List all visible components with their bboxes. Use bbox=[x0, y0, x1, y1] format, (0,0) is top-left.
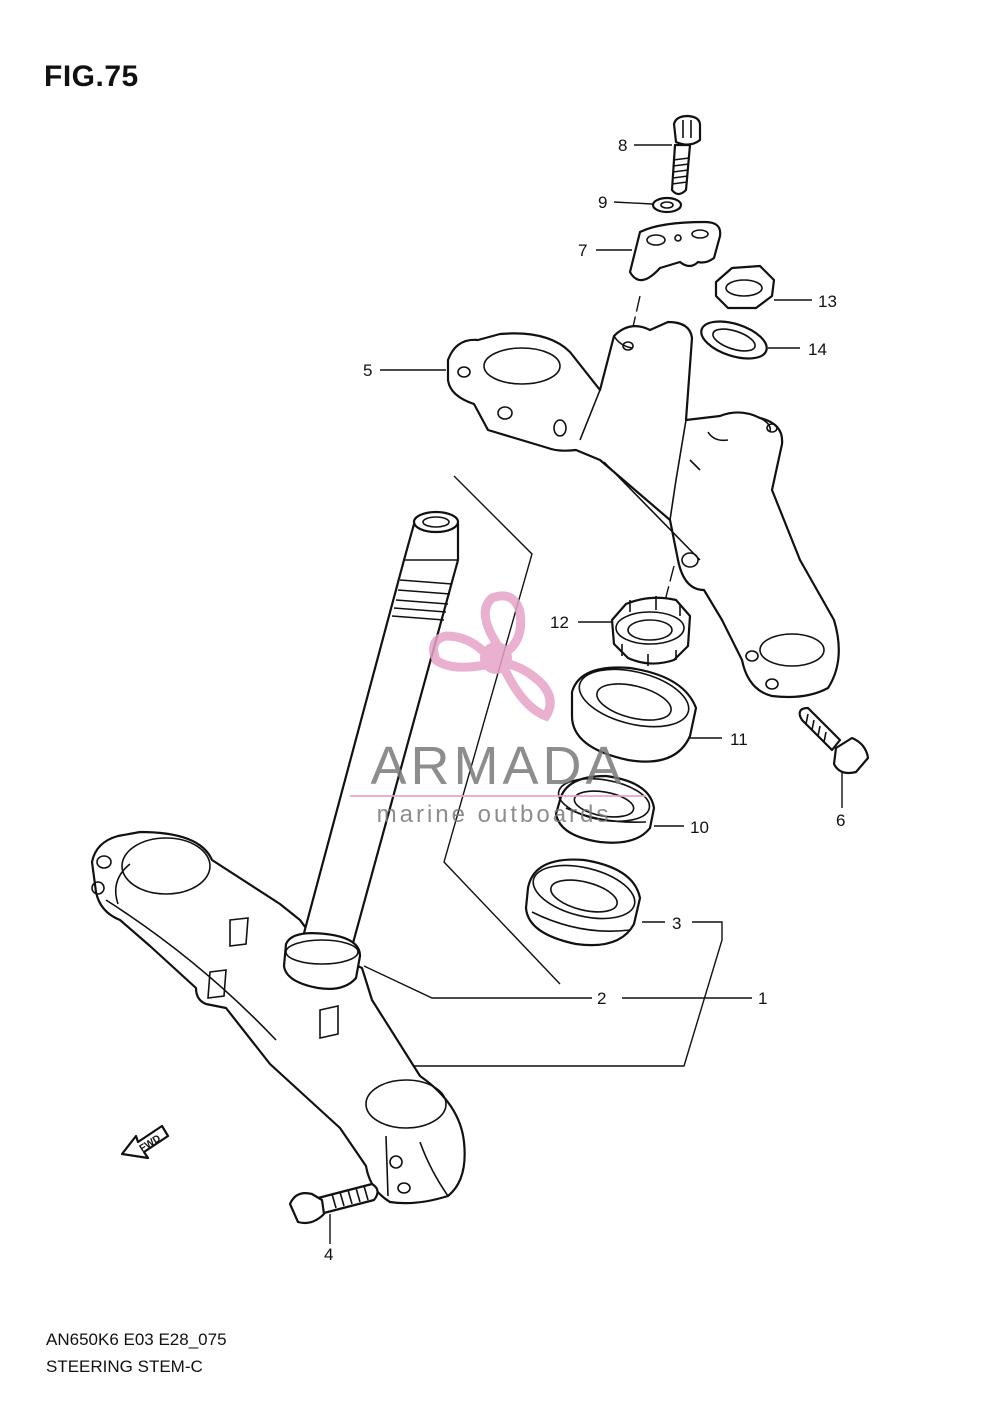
centerline-7 bbox=[629, 295, 641, 341]
callout-11: 11 bbox=[730, 730, 748, 749]
assembly-bracket bbox=[443, 475, 561, 985]
part-10-bearing bbox=[554, 774, 656, 844]
watermark-brand: ARMADA bbox=[370, 736, 625, 796]
callout-1: 1 bbox=[758, 989, 767, 1008]
callout-14: 14 bbox=[808, 340, 827, 359]
leader-3-1 bbox=[410, 921, 723, 1067]
figure-name: STEERING STEM-C bbox=[46, 1357, 203, 1376]
callout-12: 12 bbox=[550, 613, 569, 632]
watermark-tagline: marine outboards bbox=[377, 801, 612, 828]
watermark: ARMADA marine outboards bbox=[350, 591, 646, 828]
part-8-bolt bbox=[670, 114, 702, 196]
part-12-nut bbox=[610, 596, 692, 666]
callout-3: 3 bbox=[672, 914, 681, 933]
part-7-holder bbox=[628, 220, 722, 282]
propeller-logo-icon bbox=[429, 591, 555, 722]
figure-title: FIG.75 bbox=[44, 60, 139, 93]
callout-13: 13 bbox=[818, 292, 837, 311]
propeller-hub bbox=[480, 642, 512, 674]
part-11-seal bbox=[570, 666, 698, 763]
leader-9 bbox=[613, 201, 653, 205]
part-14-washer bbox=[700, 320, 768, 360]
part-1-stem-assembly bbox=[90, 510, 466, 1205]
callout-4: 4 bbox=[324, 1245, 333, 1264]
figure-code: AN650K6 E03 E28_075 bbox=[46, 1330, 227, 1349]
part-5-upper-bracket bbox=[446, 320, 840, 699]
callout-2: 2 bbox=[597, 989, 606, 1008]
callout-7: 7 bbox=[578, 241, 587, 260]
leader-2 bbox=[363, 965, 592, 999]
callout-6: 6 bbox=[836, 811, 845, 830]
callout-8: 8 bbox=[618, 136, 627, 155]
part-9-washer bbox=[651, 196, 683, 214]
part-13-nut bbox=[714, 264, 776, 310]
callout-5: 5 bbox=[363, 361, 372, 380]
part-4-bolt bbox=[288, 1182, 379, 1225]
fwd-arrow-icon: FWD bbox=[120, 1124, 170, 1160]
callout-9: 9 bbox=[598, 193, 607, 212]
callout-10: 10 bbox=[690, 818, 709, 837]
part-6-bolt bbox=[798, 706, 870, 775]
part-3-bearing bbox=[524, 858, 642, 947]
